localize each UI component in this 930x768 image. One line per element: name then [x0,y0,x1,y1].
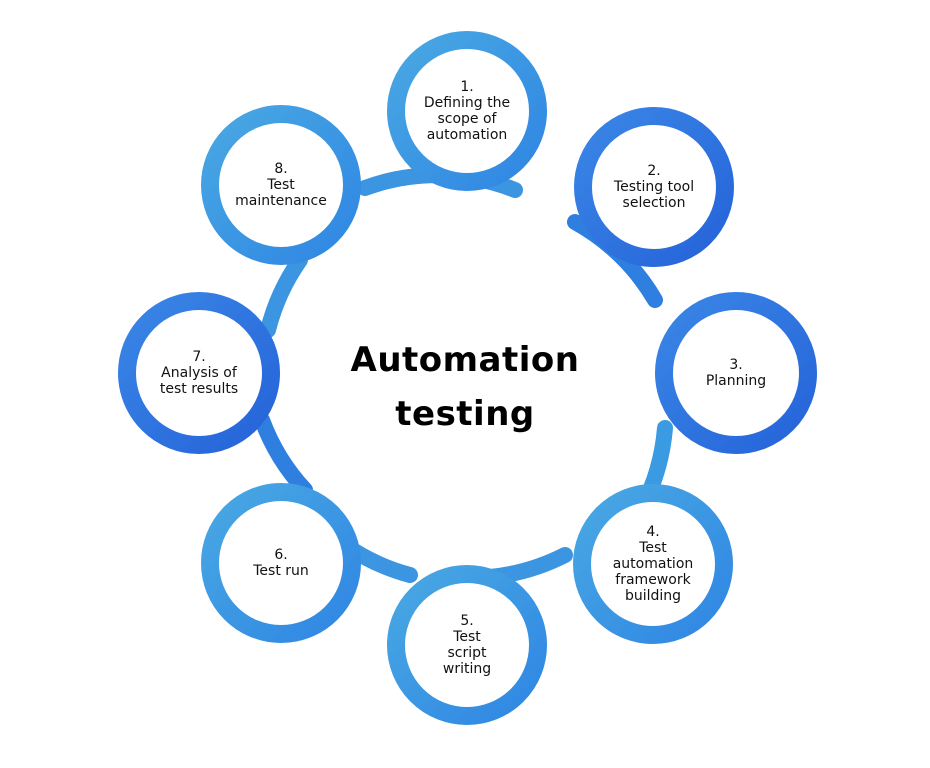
step-text-line: Test [453,629,481,645]
step-text-line: framework [615,572,691,588]
step-text-line: Defining the [423,95,511,111]
center-title-line-2: testing [395,394,535,434]
step-text-line: scope of [437,111,497,127]
step-text-line: Testing tool [613,179,695,195]
step-number: 1. [460,79,474,95]
step-label-2: 2. Testing tool selection [594,163,714,211]
step-text-line: Test run [253,563,309,579]
step-ring-3 [655,292,817,454]
connector-arc-6-7 [254,412,313,498]
center-title: Automation testing [315,333,615,441]
step-label-4: 4. Test automation framework building [593,524,713,604]
step-text-line: automation [612,556,694,572]
step-ring-1 [387,31,547,191]
step-ring-8 [201,105,361,265]
step-text-line: test results [159,381,239,397]
step-text-line: Test [267,177,295,193]
step-number: 4. [646,524,660,540]
step-ring-5 [387,565,547,725]
step-label-6: 6. Test run [221,547,341,579]
step-ring-6 [201,483,361,643]
step-text-line: Test [639,540,667,556]
step-text-line: script [447,645,487,661]
connector-arc-7-8 [260,252,308,338]
step-number: 8. [274,161,288,177]
step-text-line: selection [622,195,686,211]
center-title-line-1: Automation [350,340,580,380]
step-label-1: 1. Defining the scope of automation [407,79,527,143]
step-ring-7 [118,292,280,454]
step-rings [118,31,817,725]
step-text-line: maintenance [235,193,327,209]
step-number: 7. [192,349,206,365]
step-text-line: writing [442,661,492,677]
step-label-3: 3. Planning [676,357,796,389]
step-number: 2. [647,163,661,179]
step-label-7: 7. Analysis of test results [139,349,259,397]
step-text-line: building [624,588,682,604]
step-label-8: 8. Test maintenance [221,161,341,209]
step-number: 6. [274,547,288,563]
step-number: 3. [729,357,743,373]
step-text-line: Analysis of [161,365,237,381]
step-number: 5. [460,613,474,629]
step-text-line: Planning [705,373,767,389]
step-ring-2 [574,107,734,267]
step-label-5: 5. Test script writing [407,613,527,677]
step-text-line: automation [426,127,508,143]
step-ring-4 [573,484,733,644]
